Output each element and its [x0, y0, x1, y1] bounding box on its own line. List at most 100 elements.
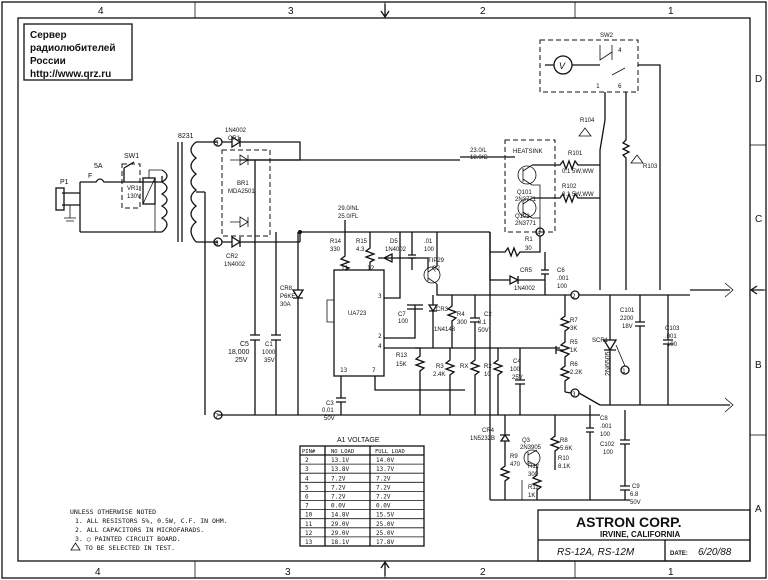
- label-c3: C3: [326, 401, 334, 407]
- label-q3: Q3: [522, 438, 531, 444]
- table-cell: 2: [305, 457, 309, 464]
- label-c01: .01: [424, 239, 433, 245]
- label-c5-volt: 25V: [235, 357, 248, 364]
- table-cell: 15.5V: [376, 512, 394, 519]
- pad-2: 2: [572, 293, 576, 300]
- label-vr1: VR1: [127, 186, 139, 192]
- label-cr3: CR3: [436, 307, 449, 313]
- label-c5: C5: [240, 341, 249, 348]
- label-r6: R6: [570, 362, 578, 368]
- stamp-line-2: радиолюбителей: [30, 42, 116, 54]
- date-value: 6/20/88: [698, 547, 732, 558]
- pin-2: 2: [378, 333, 382, 340]
- label-r3: R3: [436, 364, 444, 370]
- sense-network: CR3 1N4148 R4 300 C2 0.1 50V R13 15K R3 …: [396, 295, 560, 415]
- table-cell: 0.0V: [331, 503, 346, 510]
- label-q101-value: 2N3771: [515, 197, 537, 203]
- label-r102: R102: [562, 184, 577, 190]
- label-c101: C101: [620, 308, 635, 314]
- table-cell: 13: [305, 539, 313, 546]
- label-r103: R103: [643, 164, 658, 170]
- label-br1-value: MDA2501: [228, 189, 255, 195]
- zone-top-1: 1: [668, 6, 674, 17]
- transformer-t1: 8231 5 8: [160, 133, 223, 247]
- zone-top-3: 3: [288, 6, 294, 17]
- pad-3: 3: [572, 391, 576, 398]
- label-r12: R12: [528, 464, 540, 470]
- table-cell: 0.0V: [376, 503, 391, 510]
- label-r8-value: 5.6K: [560, 446, 572, 452]
- pad-8: 8: [215, 240, 219, 247]
- label-c1: C1: [265, 342, 273, 348]
- driver-section: R14 330 R15 4.3 D5 1N4002 .01 100 TIP29 …: [330, 232, 540, 296]
- label-c1-volt: 35V: [264, 358, 275, 364]
- table-cell: 13.8V: [331, 466, 349, 473]
- label-hs-v2: 18.0/C: [470, 155, 488, 161]
- label-heatsink: HEATSINK: [513, 149, 543, 155]
- table-cell: 17.8V: [376, 539, 394, 546]
- note-1: 1. ALL RESISTORS 5%, 0.5W, C.F. IN OHM.: [75, 517, 228, 525]
- sw2-pin-1: 1: [596, 83, 600, 90]
- label-r2-value: 10: [484, 372, 491, 378]
- label-r3-value: 2.4K: [433, 372, 445, 378]
- table-cell: 25.0V: [376, 530, 394, 537]
- table-cell: 10: [305, 512, 313, 519]
- label-cr4: CR4: [482, 428, 495, 434]
- label-r11-value: 1K: [528, 493, 535, 499]
- label-c8-volt: 100: [600, 432, 611, 438]
- zone-right-d: D: [755, 74, 762, 85]
- ua723-regulator: UA723 11 12 3 2 4 13 7 C7 100 C3 0.01 50…: [322, 232, 465, 422]
- label-voltage-nl: 29.0/NL: [338, 206, 360, 212]
- pad-4: 4: [537, 230, 541, 237]
- label-r9: R9: [510, 454, 518, 460]
- label-r1: R1: [525, 237, 533, 243]
- label-c3-volt: 50V: [324, 416, 335, 422]
- label-fuse: 5A: [94, 163, 103, 170]
- label-r10: R10: [558, 456, 570, 462]
- table-cell: 7.2V: [331, 475, 346, 482]
- label-c7: C7: [398, 312, 406, 318]
- label-c8: C8: [600, 416, 608, 422]
- sw2-pin-6: 6: [618, 83, 622, 90]
- label-p1: P1: [60, 179, 69, 186]
- label-r5: R5: [570, 340, 578, 346]
- label-cr4-value: 1N5232B: [470, 436, 495, 442]
- crowbar-trigger: R7 3K R5 1K R6 2.2K 3: [555, 295, 601, 406]
- label-ua723: UA723: [348, 311, 367, 317]
- label-r4: R4: [457, 312, 465, 318]
- date-label: DATE:: [670, 551, 688, 557]
- table-cell: 3: [305, 466, 309, 473]
- label-c101-volt: 18V: [622, 324, 633, 330]
- label-r13: R13: [396, 353, 408, 359]
- label-c101-value: 2200: [620, 316, 634, 322]
- label-cr5: CR5: [520, 268, 533, 274]
- label-c102: C102: [600, 442, 615, 448]
- label-r14-value: 330: [330, 247, 341, 253]
- label-c2: C2: [484, 312, 492, 318]
- meter-switch-section: SW2 V 4 1 6 R104 R103: [539, 33, 661, 290]
- label-f: F: [88, 173, 92, 180]
- warning-triangle-icon: [70, 542, 81, 551]
- note-4: TO BE SELECTED IN TEST.: [85, 544, 175, 552]
- table-cell: 4: [305, 475, 309, 482]
- label-c7-value: 100: [398, 319, 409, 325]
- label-scr1: SCR1: [592, 338, 609, 344]
- voltage-table-header-pin: PIN#: [302, 449, 316, 455]
- dc-bus: 23.0/L 18.0/C 29.0/NL 25.0/FL 7: [213, 148, 600, 420]
- label-q2: Q2: [432, 266, 441, 272]
- table-cell: 29.0V: [331, 521, 349, 528]
- label-c9-value: 6.8: [630, 492, 639, 498]
- company-name: ASTRON CORP.: [576, 514, 682, 530]
- label-cr2: CR2: [226, 254, 239, 260]
- website-stamp: Сервер радиолюбителей России http://www.…: [23, 23, 133, 81]
- zone-bottom-2: 2: [480, 567, 486, 578]
- zone-right-b: B: [755, 360, 762, 371]
- note-3: 3. ○ PAINTED CIRCUIT BOARD.: [75, 535, 181, 543]
- label-c6: C6: [557, 268, 565, 274]
- table-cell: 13.7V: [376, 466, 394, 473]
- title-block: ASTRON CORP. IRVINE, CALIFORNIA RS-12A, …: [537, 509, 751, 562]
- label-r8: R8: [560, 438, 568, 444]
- table-cell: 7: [305, 503, 309, 510]
- pad-5: 5: [215, 140, 219, 147]
